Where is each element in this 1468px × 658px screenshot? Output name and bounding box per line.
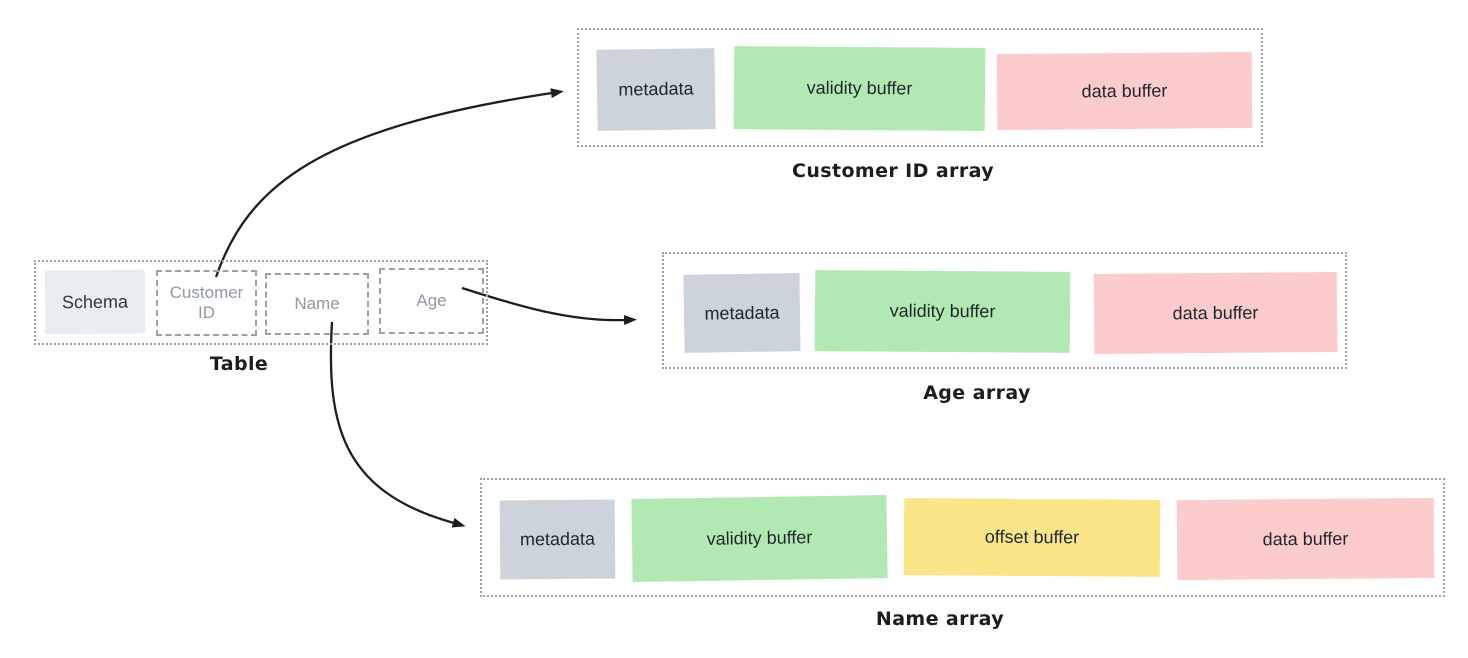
name-metadata-buffer: metadata: [499, 499, 616, 580]
customer-id-metadata-buffer: metadata: [596, 48, 716, 131]
table-column-customer-id: Customer ID: [156, 270, 257, 336]
arrow-customer-id-to-array: [214, 88, 564, 278]
age-data-buffer: data buffer: [1093, 271, 1338, 355]
table-label: Table: [209, 353, 269, 375]
customer-id-array-container: metadata validity buffer data buffer: [577, 28, 1263, 147]
table-column-age: Age: [379, 268, 484, 334]
age-array-container: metadata validity buffer data buffer: [662, 252, 1347, 369]
table-container: Schema Customer ID Name Age: [34, 260, 488, 345]
customer-id-data-buffer: data buffer: [996, 51, 1253, 131]
age-validity-buffer: validity buffer: [814, 270, 1071, 353]
customer-id-validity-buffer: validity buffer: [733, 46, 986, 131]
age-array-label: Age array: [923, 382, 1031, 404]
arrow-name-to-array: [329, 321, 466, 528]
name-array-label: Name array: [875, 608, 1005, 630]
table-column-name: Name: [265, 273, 369, 335]
age-metadata-buffer: metadata: [683, 273, 801, 353]
name-validity-buffer: validity buffer: [631, 495, 888, 582]
name-offset-buffer: offset buffer: [903, 498, 1161, 577]
table-schema-cell: Schema: [44, 269, 146, 335]
name-data-buffer: data buffer: [1176, 497, 1435, 581]
customer-id-array-label: Customer ID array: [791, 160, 995, 182]
name-array-container: metadata validity buffer offset buffer d…: [480, 478, 1445, 597]
